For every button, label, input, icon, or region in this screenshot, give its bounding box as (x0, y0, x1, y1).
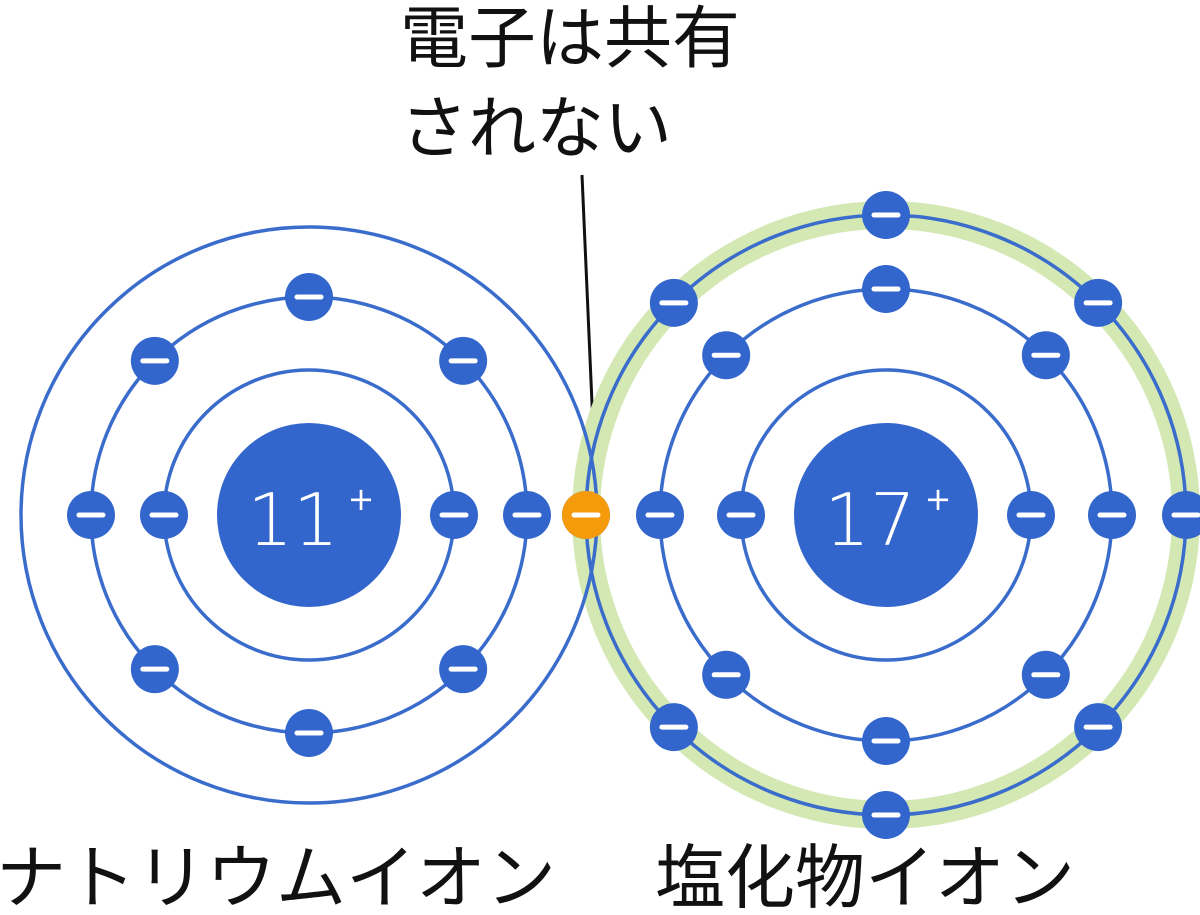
chloride-nucleus-charge: + (925, 480, 952, 518)
chloride-electron-shell2 (702, 331, 751, 380)
chloride-electron-shell3 (862, 191, 910, 239)
annotation-line-1: 電子は共有 (400, 0, 740, 79)
sodium-nucleus: 11 + (217, 423, 401, 607)
sodium-electron-shell2 (285, 273, 333, 321)
electrons (67, 191, 1200, 839)
chloride-ion-label: 塩化物イオン (655, 837, 1075, 915)
chloride-electron-shell2 (1088, 491, 1136, 539)
chloride-nucleus-number: 17 (824, 478, 916, 562)
chloride-electron-shell2 (862, 265, 910, 313)
chloride-electron-shell2 (636, 491, 684, 539)
chloride-electron-shell3 (649, 703, 698, 752)
sodium-ion-label: ナトリウムイオン (0, 837, 556, 915)
sodium-electron-shell2 (439, 645, 488, 694)
chloride-electron-shell3 (649, 278, 698, 327)
chloride-electron-shell1 (1007, 491, 1055, 539)
chloride-electron-shell3 (1162, 491, 1200, 539)
transferred-electron (562, 491, 610, 539)
sodium-nucleus-number: 11 (247, 478, 339, 562)
chloride-electron-shell2 (862, 717, 910, 765)
annotation-line-2: されない (400, 90, 672, 169)
chloride-electron-shell1 (717, 491, 765, 539)
chloride-electron-shell2 (702, 650, 751, 699)
sodium-electron-shell1 (430, 491, 478, 539)
sodium-electron-shell2 (439, 336, 488, 385)
chloride-electron-shell2 (1021, 650, 1070, 699)
chloride-electron-shell3 (862, 791, 910, 839)
chloride-nucleus: 17 + (794, 423, 978, 607)
sodium-electron-shell1 (140, 491, 188, 539)
sodium-electron-shell2 (130, 336, 179, 385)
sodium-electron-shell2 (503, 491, 551, 539)
sodium-electron-shell2 (285, 709, 333, 757)
sodium-electron-shell2 (67, 491, 115, 539)
chloride-electron-shell3 (1074, 703, 1123, 752)
chloride-electron-shell3 (1074, 278, 1123, 327)
sodium-electron-shell2 (130, 645, 179, 694)
chloride-electron-shell2 (1021, 331, 1070, 380)
sodium-nucleus-charge: + (348, 480, 375, 518)
